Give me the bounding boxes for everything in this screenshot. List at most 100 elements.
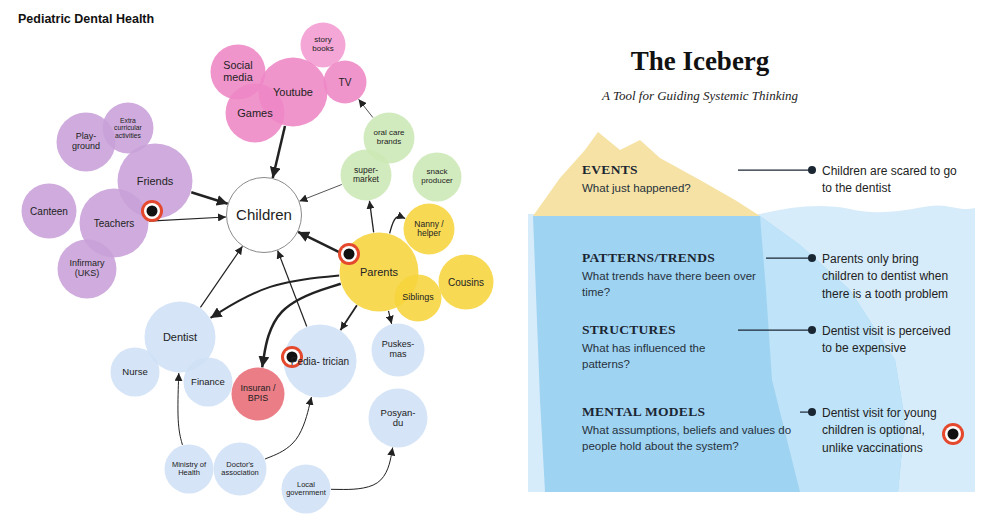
influence-arrow [298,232,343,254]
iceberg-text-block: PATTERNS/TRENDS What trends have there be… [582,250,760,300]
stakeholder-circle: Finance [183,357,233,407]
iceberg-text-block: EVENTS What just happened? [582,162,732,197]
diagram-title: Pediatric Dental Health [18,12,154,26]
level-heading: EVENTS [582,162,732,178]
stakeholder-circle: Insuran / BPIS [231,367,285,421]
connector-group [200,246,242,307]
circle-shape [58,240,117,299]
connector-group [369,201,373,233]
target-gap [945,426,961,442]
level-example: Children are scared to go to the dentist [822,163,957,198]
stakeholder-circle: Siblings [394,274,442,322]
node-label: Pedia- trician [291,356,349,367]
connector-group [191,192,227,203]
influence-arrow [388,311,391,324]
connector-group [340,305,356,330]
node-label: snack producer [416,168,459,186]
influence-arrow [178,373,182,445]
target-gap [341,246,357,262]
level-example: Parents only bring children to dentist w… [822,251,957,303]
node-label: Nanny / helper [407,220,451,239]
connector-group [359,99,373,117]
target-ring [141,200,163,222]
stakeholder-circle: Ministry of Health [164,444,214,494]
circle-shape [57,113,116,172]
iceberg-text-block: MENTAL MODELS What assumptions, beliefs a… [582,404,794,454]
influence-arrow [191,192,227,203]
level-question: What trends have there been over time? [582,269,760,300]
leader-dot [808,254,816,262]
circle-shape [165,445,214,494]
target-icon [281,346,303,368]
target-icon [338,243,360,265]
connector-group [738,326,816,334]
iceberg-title: The Iceberg [540,46,860,77]
node-label: Cousins [448,277,484,288]
node-label: Friends [137,175,174,187]
stakeholder-circle: Play- ground [56,112,116,172]
connector-group [298,232,343,254]
node-label: Youtube [273,86,313,98]
connector-group [331,448,393,490]
leader-dot [808,166,816,174]
target-icon [942,423,964,445]
node-label: Puskes- mas [375,340,421,360]
influence-arrow [359,99,373,117]
target-ring [942,423,964,445]
connector-group [299,184,341,201]
node-label: Children [236,207,292,224]
stakeholder-circle: Puskes- mas [371,323,425,377]
iceberg-text-block: Dentist visit is perceived to be expensi… [822,323,957,358]
stakeholder-circle: Nurse [110,347,160,397]
influence-arrow [211,276,340,318]
level-heading: PATTERNS/TRENDS [582,250,760,266]
level-question: What assumptions, beliefs and values do … [582,423,794,454]
circle-shape [404,204,455,255]
influence-arrow [299,184,341,201]
connector-group [738,166,816,174]
node-label: Games [237,107,272,119]
circle-shape [341,150,392,201]
stakeholder-circle: Posyan- du [368,388,428,448]
leader-dot [808,408,816,416]
node-label: Social media [215,60,261,84]
node-label: Finance [191,377,225,387]
connector-group [178,373,182,445]
target-ring [281,346,303,368]
circle-shape [232,368,285,421]
influence-arrow [390,217,406,234]
stakeholder-circle: Local government [281,464,331,514]
node-label: oral care brands [367,129,411,147]
influence-arrow [278,250,307,326]
iceberg-text-block: STRUCTURESWhat has influenced the patter… [582,322,732,372]
target-center [344,249,355,260]
stakeholder-circle: super- market [340,149,392,201]
node-label: Teachers [94,218,135,229]
iceberg-subtitle: A Tool for Guiding Systemic Thinking [540,88,860,104]
circle-shape [395,275,442,322]
level-example: Dentist visit for young children is opti… [822,405,950,457]
leader-line [738,169,812,170]
leader-dot [808,326,816,334]
circle-shape [282,465,331,514]
stakeholder-circle: Children [226,177,302,253]
stakeholder-circle: TV [323,60,367,104]
target-center [948,429,959,440]
stakeholder-circle: Pedia- trician [283,324,357,398]
influence-arrow [331,448,393,490]
node-label: super- market [344,166,388,185]
circle-shape [324,61,367,104]
level-question: What just happened? [582,181,732,197]
target-icon [141,200,163,222]
leader-line [738,329,812,330]
leader-line [766,257,812,258]
circle-shape [413,153,462,202]
node-label: Ministry of Health [168,461,211,478]
node-label: Extra curricular activities [108,117,149,139]
node-label: Insuran / BPIS [235,384,281,404]
iceberg-text-block: Parents only bring children to dentist w… [822,251,957,303]
stakeholder-circle: Nanny / helper [403,203,455,255]
node-label: TV [339,77,352,88]
level-heading: MENTAL MODELS [582,404,794,420]
node-label: Parents [360,266,398,278]
